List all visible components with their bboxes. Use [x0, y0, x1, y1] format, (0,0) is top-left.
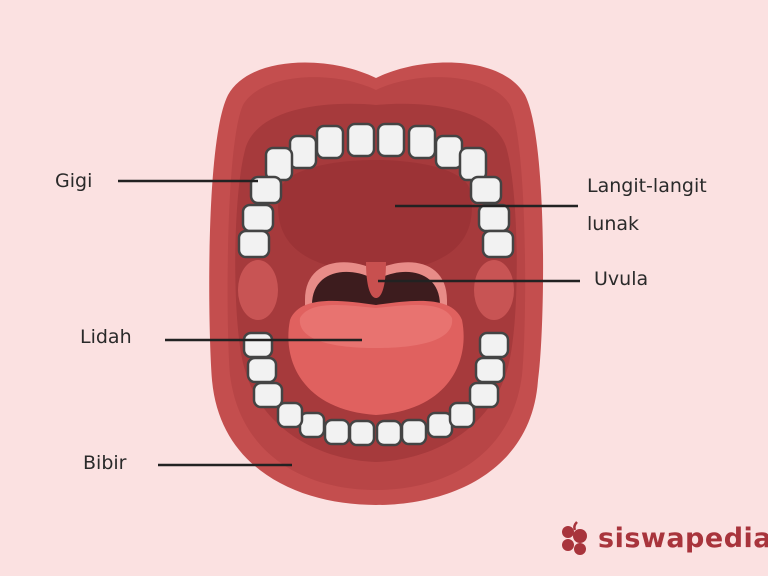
lower-tooth	[276, 401, 304, 429]
lower-molar	[246, 356, 278, 384]
label-lips: Bibir	[83, 452, 127, 474]
lower-molar	[242, 331, 274, 359]
logo-text: siswapedia	[598, 522, 768, 554]
right-cheek	[474, 260, 514, 320]
label-tongue: Lidah	[80, 326, 132, 348]
lower-molar	[478, 331, 510, 359]
lower-molar	[474, 356, 506, 384]
label-soft-palate-2: lunak	[587, 213, 640, 235]
upper-molar	[469, 175, 503, 205]
uvula	[366, 262, 386, 298]
lower-tooth	[298, 411, 326, 439]
upper-molar	[477, 203, 511, 233]
label-soft-palate-1: Langit-langit	[587, 175, 707, 197]
lower-tooth	[400, 418, 428, 446]
siswapedia-logo: siswapedia	[560, 520, 768, 556]
upper-tooth	[407, 124, 437, 160]
label-teeth: Gigi	[55, 170, 93, 192]
upper-molar	[481, 229, 515, 259]
lower-tooth	[323, 418, 351, 446]
label-uvula: Uvula	[594, 268, 649, 290]
lower-tooth	[448, 401, 476, 429]
soft-palate	[278, 160, 472, 272]
lower-tooth	[375, 419, 403, 447]
upper-tooth	[434, 134, 464, 170]
upper-tooth	[346, 122, 376, 158]
lower-molar	[252, 381, 284, 409]
lower-tooth	[348, 419, 376, 447]
grape-icon	[562, 521, 587, 555]
upper-tooth	[288, 134, 318, 170]
upper-tooth	[264, 146, 294, 182]
tongue-tip	[299, 305, 453, 348]
upper-tooth	[458, 146, 488, 182]
upper-molar	[249, 175, 283, 205]
left-cheek	[238, 260, 278, 320]
upper-molar	[237, 229, 271, 259]
upper-tooth	[376, 122, 406, 158]
upper-molar	[241, 203, 275, 233]
lower-tooth	[426, 411, 454, 439]
upper-tooth	[315, 124, 345, 160]
lower-molar	[468, 381, 500, 409]
